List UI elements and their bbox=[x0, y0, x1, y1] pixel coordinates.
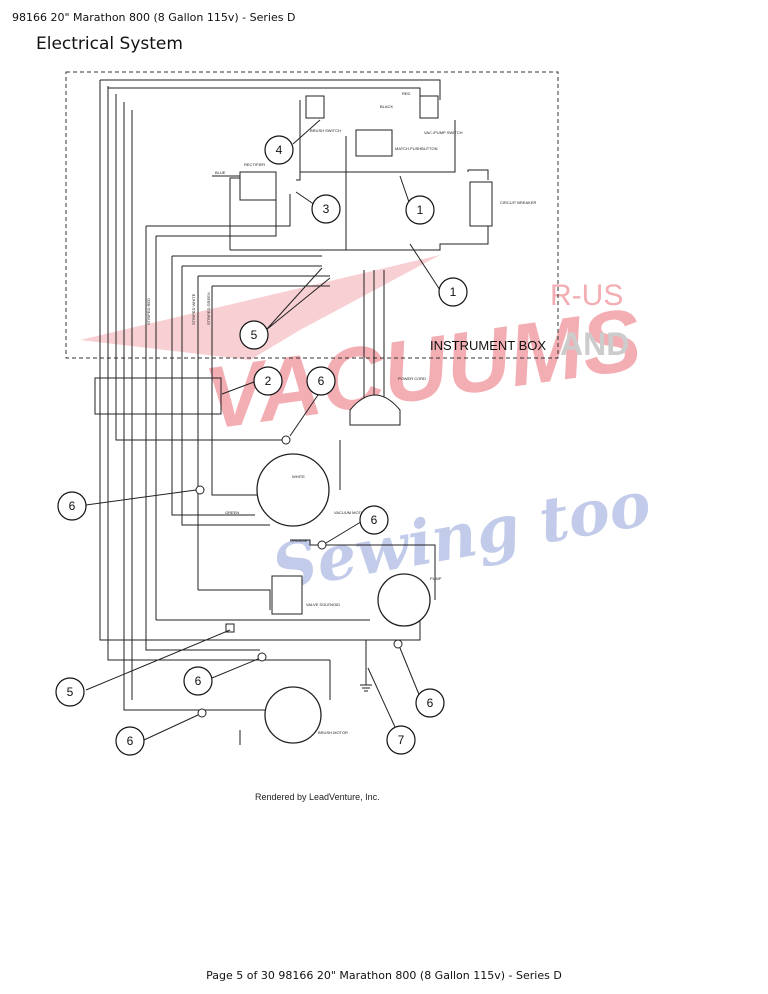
svg-text:2: 2 bbox=[265, 374, 272, 388]
watermark-and: AND bbox=[560, 326, 629, 362]
wire-connector bbox=[197, 708, 207, 718]
wire-label-striped-red: STRIPED RED bbox=[146, 298, 151, 325]
callout-5: 5 bbox=[239, 320, 269, 350]
document-header: 98166 20" Marathon 800 (8 Gallon 115v) -… bbox=[12, 11, 296, 24]
callout-6: 6 bbox=[415, 688, 445, 718]
instrument-box-label: INSTRUMENT BOX bbox=[430, 338, 546, 353]
wire-label-striped-white: STRIPED WHITE bbox=[191, 293, 196, 325]
wire-label-black: BLACK bbox=[380, 104, 393, 109]
vacuum-motor bbox=[256, 453, 330, 527]
power-cord-plug bbox=[349, 394, 401, 426]
wire-connector bbox=[281, 435, 291, 445]
callouts: 4 1 3 1 5 2 6 6 6 5 6 6 6 7 bbox=[55, 135, 468, 756]
section-title: Electrical System bbox=[36, 34, 183, 54]
svg-text:5: 5 bbox=[251, 328, 258, 342]
label-pump: PUMP bbox=[430, 576, 442, 581]
wire-label-green: GREEN bbox=[225, 510, 239, 515]
junction-connector bbox=[225, 623, 235, 633]
svg-text:1: 1 bbox=[450, 285, 457, 299]
valve-solenoid bbox=[271, 575, 303, 615]
wire-connector bbox=[195, 485, 205, 495]
brush-motor bbox=[264, 686, 322, 744]
wire-label-white: WHITE bbox=[292, 474, 305, 479]
pump bbox=[377, 573, 431, 627]
callout-7: 7 bbox=[386, 725, 416, 755]
circuit-breaker bbox=[469, 181, 493, 227]
label-match-pushbutton: MATCH PUSHBUTTON bbox=[395, 146, 438, 151]
svg-text:4: 4 bbox=[276, 143, 283, 157]
wire-label-striped-green: STRIPED GREEN bbox=[206, 292, 211, 325]
ground-symbol bbox=[360, 684, 372, 692]
callout-1: 1 bbox=[438, 277, 468, 307]
label-rectifier: RECTIFIER bbox=[244, 162, 265, 167]
wire-connector bbox=[317, 540, 327, 550]
callout-6: 6 bbox=[183, 666, 213, 696]
wire-label-red: RED bbox=[402, 91, 411, 96]
callout-2: 2 bbox=[253, 366, 283, 396]
label-vacuum-motor: VACUUM MOTOR bbox=[334, 510, 367, 515]
terminal-block bbox=[94, 377, 222, 415]
callout-6: 6 bbox=[57, 491, 87, 521]
callout-6: 6 bbox=[306, 366, 336, 396]
callout-6: 6 bbox=[359, 505, 389, 535]
svg-text:6: 6 bbox=[371, 513, 378, 527]
svg-text:3: 3 bbox=[323, 202, 330, 216]
callout-4: 4 bbox=[264, 135, 294, 165]
wire-connector bbox=[257, 652, 267, 662]
label-valve-solenoid: VALVE SOLENOID bbox=[306, 602, 340, 607]
watermark-r-us: R-US bbox=[550, 279, 623, 312]
rectifier bbox=[239, 171, 277, 201]
svg-text:1: 1 bbox=[417, 203, 424, 217]
callout-6: 6 bbox=[115, 726, 145, 756]
instrument-box bbox=[65, 71, 559, 359]
callout-3: 3 bbox=[311, 194, 341, 224]
label-brush-motor: BRUSH MOTOR bbox=[318, 730, 348, 735]
render-credit: Rendered by LeadVenture, Inc. bbox=[255, 792, 380, 802]
callout-leaders bbox=[85, 119, 441, 741]
svg-text:6: 6 bbox=[127, 734, 134, 748]
label-power-cord: POWER CORD bbox=[398, 376, 426, 381]
watermark: VACUUMS R-US AND Sewing too bbox=[80, 255, 656, 605]
vac-pump-switch bbox=[419, 95, 439, 119]
svg-text:6: 6 bbox=[195, 674, 202, 688]
label-vac-pump-switch: VAC./PUMP SWITCH bbox=[424, 130, 463, 135]
svg-text:7: 7 bbox=[398, 733, 405, 747]
wire-connector bbox=[393, 639, 403, 649]
watermark-swoosh bbox=[80, 255, 440, 360]
match-pushbutton bbox=[355, 129, 393, 157]
wire-label-orange: ORANGE bbox=[290, 538, 308, 543]
label-brush-switch: BRUSH SWITCH bbox=[310, 128, 341, 133]
label-circuit-breaker: CIRCUIT BREAKER bbox=[500, 200, 536, 205]
document-footer: Page 5 of 30 98166 20" Marathon 800 (8 G… bbox=[206, 969, 562, 982]
svg-text:6: 6 bbox=[318, 374, 325, 388]
callout-1: 1 bbox=[405, 195, 435, 225]
callout-5: 5 bbox=[55, 677, 85, 707]
wire-label-blue: BLUE bbox=[215, 170, 226, 175]
svg-text:6: 6 bbox=[69, 499, 76, 513]
wire-connectors bbox=[195, 435, 403, 718]
brush-switch bbox=[305, 95, 325, 119]
svg-text:5: 5 bbox=[67, 685, 74, 699]
svg-text:6: 6 bbox=[427, 696, 434, 710]
